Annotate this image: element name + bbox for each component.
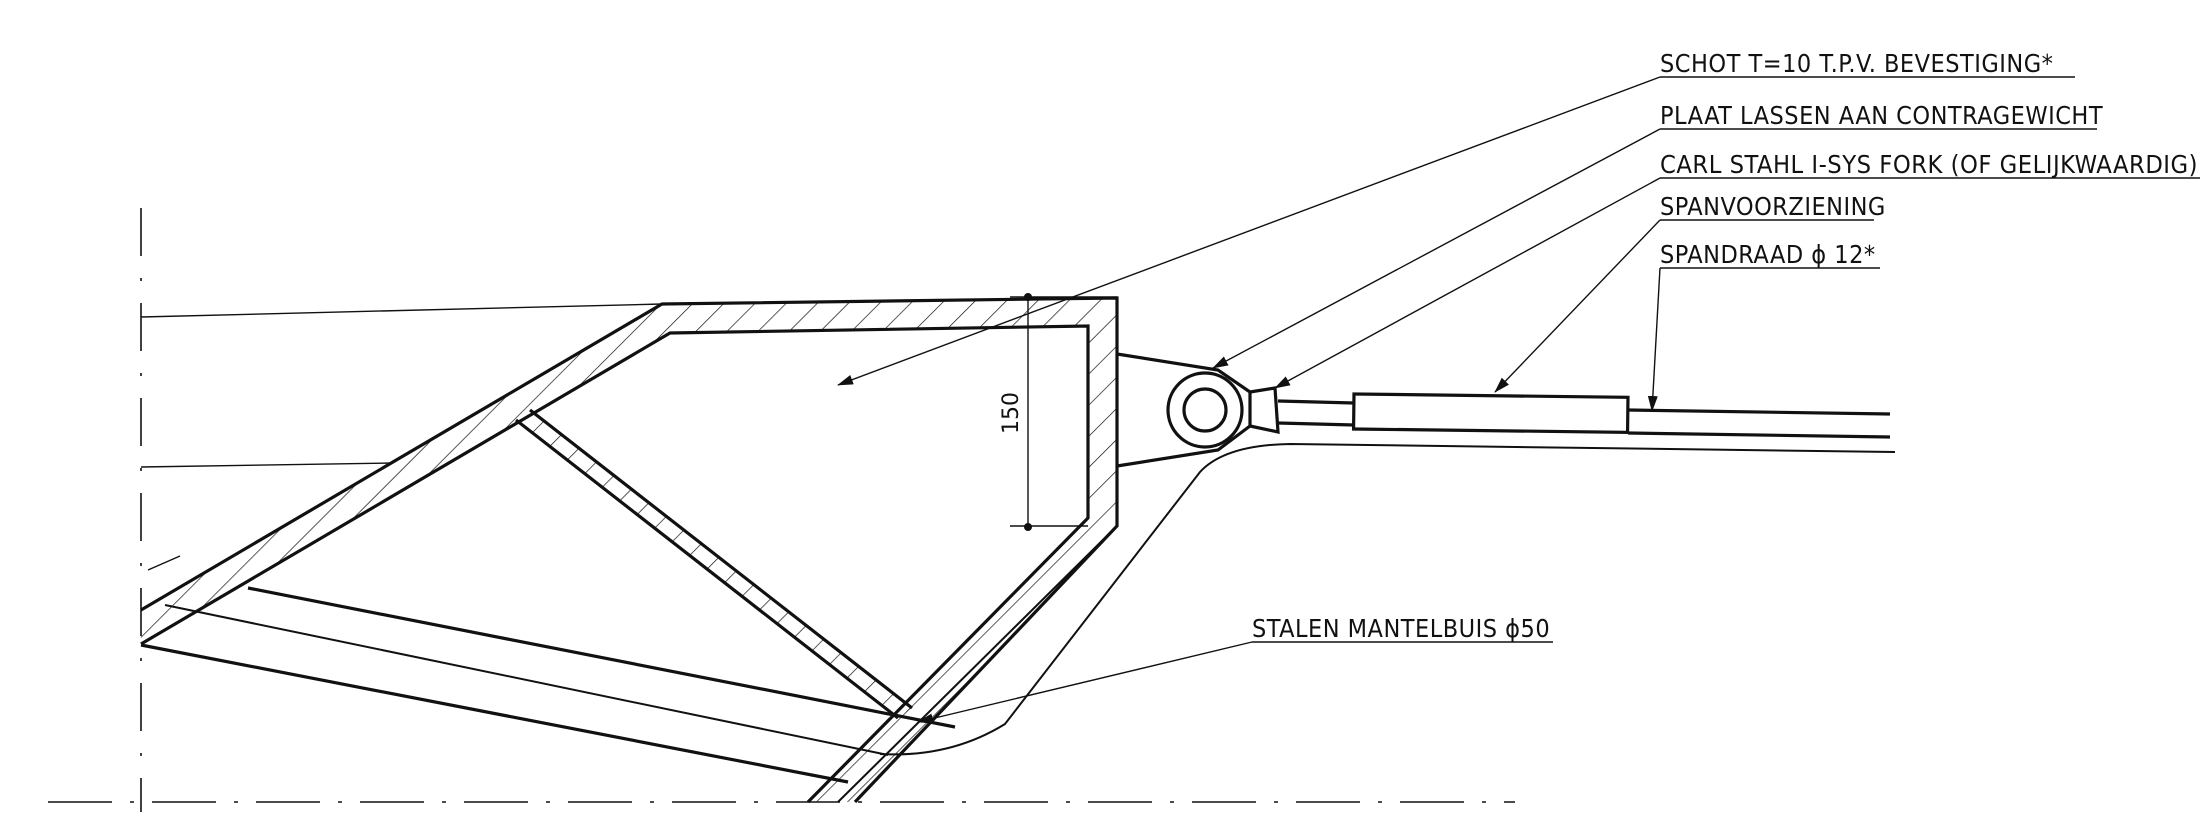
reference-short-stroke (147, 555, 181, 571)
counterweight-outer-plate (141, 298, 1117, 802)
turnbuckle (1351, 392, 1630, 434)
leader-plaat (1212, 128, 1661, 369)
lower-bar-3 (164, 604, 889, 756)
fork-eye-outer (1166, 371, 1244, 449)
diagonal-brace (516, 410, 912, 718)
leader-span (1494, 219, 1661, 393)
frame-parallel-inner (837, 525, 1118, 803)
lower-bar-1 (247, 586, 956, 729)
fork-body (1249, 386, 1280, 435)
wire-bottom (1627, 431, 1891, 439)
leader-spandraad (1647, 267, 1661, 412)
callout-span: SPANVOORZIENING (1660, 192, 1886, 221)
callout-spandraad: SPANDRAAD ϕ 12* (1660, 240, 1876, 269)
callout-fork: CARL STAHL I-SYS FORK (OF GELIJKWAARDIG) (1660, 150, 2198, 179)
fork-eye-inner (1182, 387, 1228, 433)
reference-line-mid (140, 462, 393, 468)
mantelbuis-contour (879, 442, 1896, 756)
counterweight-inner-edge (140, 324, 1090, 804)
leader-fork (1274, 177, 1661, 389)
lower-bar-2 (140, 643, 849, 784)
callout-mantelbuis: STALEN MANTELBUIS ϕ50 (1252, 614, 1550, 643)
fork-plates (1116, 352, 1252, 468)
reference-line-top (140, 303, 663, 318)
wire-top (1627, 408, 1891, 416)
callout-schot: SCHOT T=10 T.P.V. BEVESTIGING* (1660, 49, 2053, 78)
counterweight-outer-edge (140, 296, 1119, 804)
leader-schot (837, 76, 1661, 386)
callout-plaat: PLAAT LASSEN AAN CONTRAGEWICHT (1660, 101, 2103, 130)
leader-mantelbuis (917, 641, 1253, 724)
dimension-text: 150 (999, 392, 1024, 434)
